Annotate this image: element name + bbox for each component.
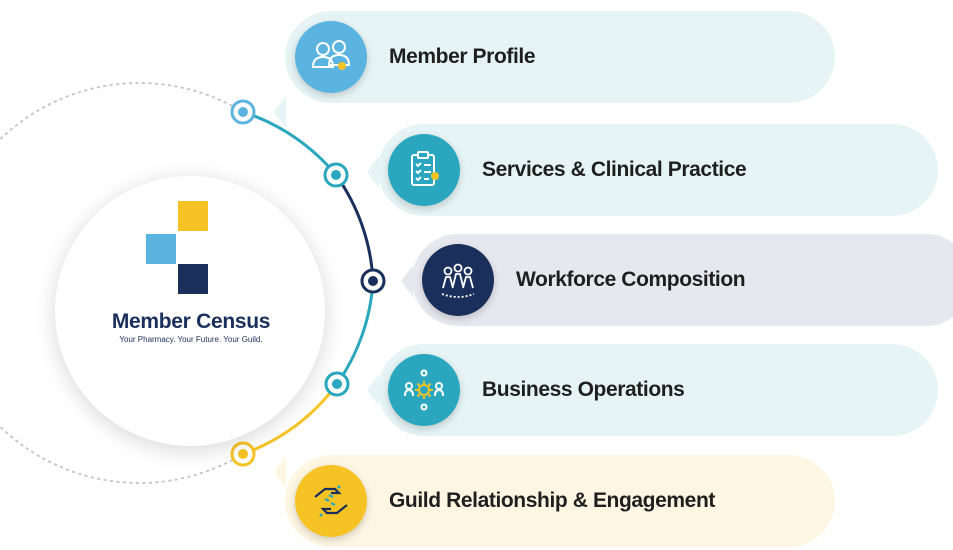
arc-segment-bottom [242,383,339,456]
item-label: Guild Relationship & Engagement [389,489,715,512]
hub-tagline: Your Pharmacy. Your Future. Your Guild. [119,335,263,344]
clipboard-checklist-icon [388,134,460,206]
node-dot-4 [324,371,350,397]
pointer-notch [367,374,379,406]
member-census-logo [146,201,210,297]
pointer-notch [274,96,286,128]
hub-title: Member Census [111,310,271,333]
item-guild-relationship-engagement: Guild Relationship & Engagement [285,455,835,547]
node-dot-2 [323,162,349,188]
node-dot-1 [230,99,256,125]
item-member-profile: Member Profile [285,11,835,103]
item-workforce-composition: Workforce Composition [412,234,953,326]
team-icon [422,244,494,316]
item-label: Services & Clinical Practice [482,158,747,181]
handshake-icon [295,465,367,537]
item-services-clinical-practice: Services & Clinical Practice [378,124,938,216]
item-business-operations: Business Operations [378,344,938,436]
arc-segment-lower [335,280,375,385]
gear-network-icon [388,354,460,426]
people-icon [295,21,367,93]
item-label: Business Operations [482,378,685,401]
logo-square-light-blue [146,234,176,264]
item-label: Workforce Composition [516,268,746,291]
pointer-notch [274,456,286,488]
arc-segment-top [242,110,338,176]
arc-segment-upper [334,174,375,282]
item-label: Member Profile [389,45,536,68]
logo-square-yellow [178,201,208,231]
pointer-notch [401,265,413,297]
logo-square-navy [178,264,208,294]
node-dot-3 [360,268,386,294]
node-dot-5 [230,441,256,467]
pointer-notch [367,156,379,188]
